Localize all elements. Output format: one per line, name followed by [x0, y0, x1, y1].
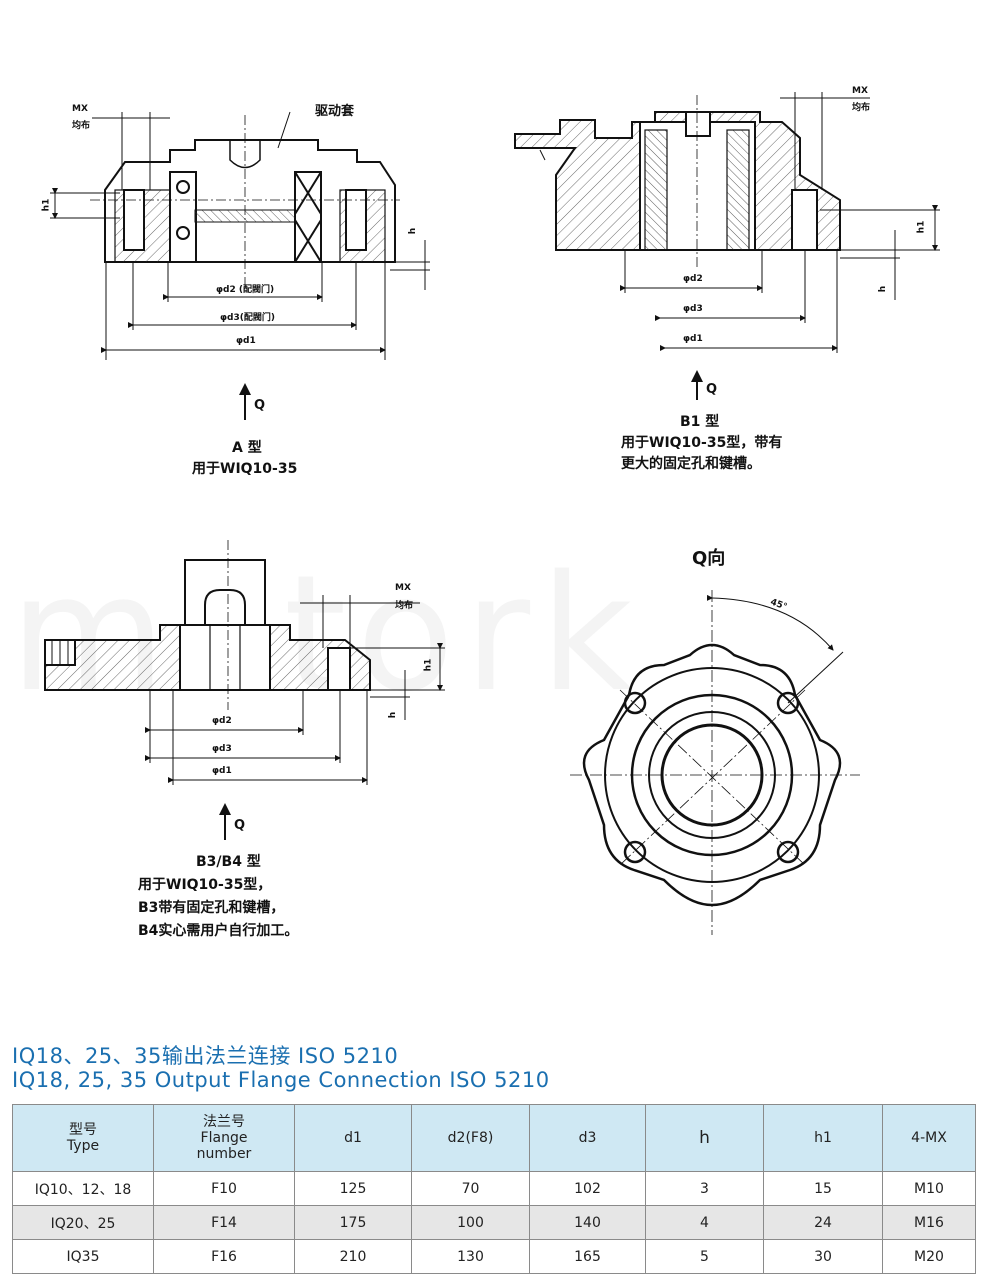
- header-h: h: [645, 1104, 764, 1172]
- drawing-q-view: [570, 590, 860, 935]
- drawings-svg: [44, 92, 940, 935]
- header-d2: d2(F8): [411, 1104, 530, 1172]
- b1-mx-label: MX: [852, 86, 868, 96]
- b3-caption-2: 用于WIQ10-35型，: [138, 877, 272, 893]
- cell-h: 4: [645, 1205, 764, 1240]
- cell-d2: 100: [411, 1205, 530, 1240]
- drawing-a: [50, 111, 430, 420]
- cell-flange: F14: [153, 1205, 295, 1240]
- cell-d1: 210: [294, 1239, 412, 1274]
- b3-h1-label: h1: [423, 658, 434, 672]
- cell-flange: F10: [153, 1171, 295, 1206]
- b1-mx-sub: 均布: [852, 103, 871, 113]
- cell-h1: 30: [763, 1239, 883, 1274]
- cell-h1: 24: [763, 1205, 883, 1240]
- b3-d3-label: φd3: [212, 744, 232, 754]
- q-view-title: Q向: [692, 548, 726, 569]
- b3-d2-label: φd2: [212, 716, 232, 726]
- header-flange: 法兰号 Flange number: [153, 1104, 295, 1172]
- b1-d2-label: φd2: [683, 274, 703, 284]
- drawing-b3: [44, 540, 445, 840]
- cell-h: 5: [645, 1239, 764, 1274]
- cell-d3: 102: [529, 1171, 646, 1206]
- cell-4mx: M20: [882, 1239, 976, 1274]
- header-d3: d3: [529, 1104, 646, 1172]
- b1-caption-1: B1 型: [680, 414, 720, 430]
- cell-4mx: M16: [882, 1205, 976, 1240]
- cell-d1: 125: [294, 1171, 412, 1206]
- cell-d3: 140: [529, 1205, 646, 1240]
- a-d1-label: φd1: [236, 336, 256, 346]
- section-title-en: IQ18, 25, 35 Output Flange Connection IS…: [12, 1068, 550, 1092]
- a-h-label: h: [408, 227, 419, 235]
- header-4mx: 4-MX: [882, 1104, 976, 1172]
- a-d3-label: φd3(配閥门): [220, 313, 275, 323]
- header-flange-en: Flange: [200, 1130, 248, 1146]
- b3-caption-3: B3带有固定孔和键槽，: [138, 900, 285, 916]
- cell-h1: 15: [763, 1171, 883, 1206]
- cell-d1: 175: [294, 1205, 412, 1240]
- a-caption-1: A 型: [232, 440, 262, 456]
- a-mx-sub: 均布: [72, 121, 91, 131]
- b3-caption-1: B3/B4 型: [196, 854, 261, 870]
- b3-arrow-q: Q: [234, 818, 246, 833]
- b3-h-label: h: [388, 711, 399, 719]
- cell-d2: 130: [411, 1239, 530, 1274]
- watermark: motork: [10, 540, 643, 727]
- cell-type: IQ10、12、18: [12, 1171, 154, 1206]
- b1-d3-label: φd3: [683, 304, 703, 314]
- b3-d1-label: φd1: [212, 766, 232, 776]
- cell-d2: 70: [411, 1171, 530, 1206]
- table-row: IQ10、12、18 F10 125 70 102 3 15 M10: [12, 1171, 976, 1206]
- header-d1: d1: [294, 1104, 412, 1172]
- section-title-cn: IQ18、25、35输出法兰连接 ISO 5210: [12, 1044, 399, 1068]
- table-header-row: 型号 Type 法兰号 Flange number d1 d2(F8) d3 h…: [12, 1104, 976, 1172]
- b1-d1-label: φd1: [683, 334, 703, 344]
- b1-h-label: h: [878, 285, 889, 293]
- header-type-en: Type: [66, 1138, 100, 1154]
- b3-mx-sub: 均布: [395, 601, 414, 611]
- header-type: 型号 Type: [12, 1104, 154, 1172]
- b1-caption-3: 更大的固定孔和键槽。: [621, 456, 761, 472]
- a-drive-sleeve-label: 驱动套: [315, 104, 355, 119]
- cell-4mx: M10: [882, 1171, 976, 1206]
- header-h1: h1: [763, 1104, 883, 1172]
- table-row: IQ20、25 F14 175 100 140 4 24 M16: [12, 1205, 976, 1240]
- b3-caption-4: B4实心需用户自行加工。: [138, 923, 299, 939]
- table-row: IQ35 F16 210 130 165 5 30 M20: [12, 1239, 976, 1274]
- a-caption-2: 用于WIQ10-35: [192, 461, 298, 477]
- cell-h: 3: [645, 1171, 764, 1206]
- a-d2-label: φd2 (配閥门): [216, 285, 275, 295]
- header-flange-en2: number: [196, 1146, 252, 1162]
- cell-d3: 165: [529, 1239, 646, 1274]
- b1-h1-label: h1: [916, 220, 927, 234]
- header-type-cn: 型号: [69, 1122, 97, 1138]
- drawing-b1: [514, 92, 940, 400]
- a-mx-label: MX: [72, 104, 88, 114]
- b1-arrow-q: Q: [706, 382, 718, 397]
- b3-mx-label: MX: [395, 583, 411, 593]
- cell-flange: F16: [153, 1239, 295, 1274]
- cell-type: IQ20、25: [12, 1205, 154, 1240]
- b1-caption-2: 用于WIQ10-35型，带有: [621, 435, 783, 451]
- flange-spec-table: 型号 Type 法兰号 Flange number d1 d2(F8) d3 h…: [12, 1104, 976, 1274]
- technical-drawings: MX 均布 驱动套 h1 h φd2 (配閥门) φd3(配閥门) φd1 Q …: [41, 86, 940, 939]
- header-flange-cn: 法兰号: [203, 1114, 245, 1130]
- a-arrow-q: Q: [254, 398, 266, 413]
- cell-type: IQ35: [12, 1239, 154, 1274]
- a-h1-label: h1: [41, 198, 52, 212]
